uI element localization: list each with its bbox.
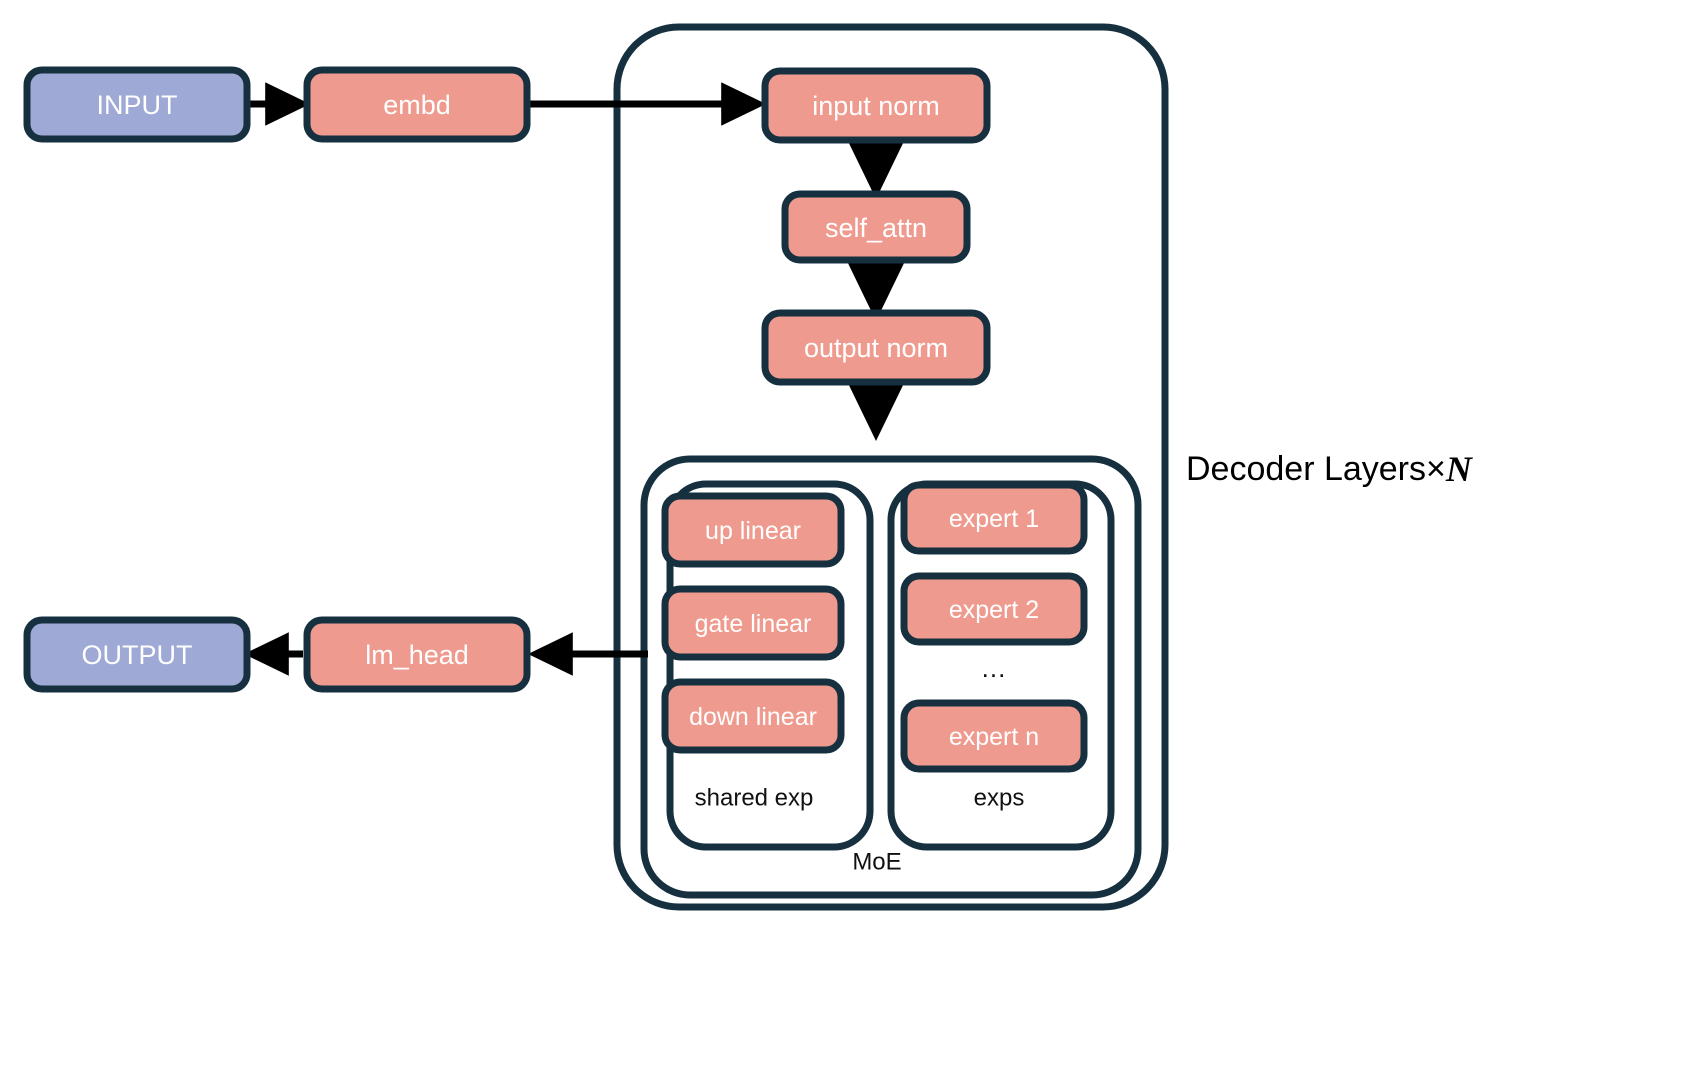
node-input-label: INPUT (97, 90, 178, 120)
node-output-norm-label: output norm (804, 333, 948, 363)
node-output-norm-box (761, 309, 991, 386)
node-down-linear-label: down linear (689, 703, 817, 731)
node-expert-1-box (900, 481, 1088, 555)
node-gate-linear-box (661, 585, 845, 661)
node-lm-head-box (303, 616, 531, 693)
node-embd-box (303, 66, 531, 143)
shared-expert-container (666, 480, 874, 851)
node-gate-linear-label: gate linear (695, 610, 812, 638)
moe-label: MoE (852, 849, 901, 876)
decoder-layers-container (613, 23, 1169, 911)
node-expert-n-label: expert n (949, 723, 1039, 751)
node-down-linear-box (661, 678, 845, 754)
decoder-layers-count: N (1445, 449, 1474, 489)
node-up-linear-label: up linear (705, 517, 801, 545)
node-expert-n-box (900, 699, 1088, 773)
moe-container (640, 455, 1142, 899)
decoder-layers-prefix: Decoder Layers× (1186, 450, 1446, 488)
decoder-layers-annotation: Decoder Layers×N (1186, 449, 1474, 489)
node-expert-2-box (900, 572, 1088, 646)
node-lm-head[interactable]: lm_head (303, 616, 531, 693)
node-self-attn-label: self_attn (825, 213, 927, 243)
node-output[interactable]: OUTPUT (23, 616, 251, 693)
node-expert-n[interactable]: expert n (900, 699, 1088, 773)
node-expert-2[interactable]: expert 2 (900, 572, 1088, 646)
node-gate-linear[interactable]: gate linear (661, 585, 845, 661)
node-down-linear[interactable]: down linear (661, 678, 845, 754)
node-input-norm-box (761, 67, 991, 144)
node-up-linear-box (661, 492, 845, 568)
node-self-attn[interactable]: self_attn (781, 190, 971, 264)
node-up-linear[interactable]: up linear (661, 492, 845, 568)
shared-exp-label: shared exp (695, 785, 814, 812)
experts-ellipsis: ... (982, 653, 1007, 683)
node-input[interactable]: INPUT (23, 66, 251, 143)
exps-label: exps (974, 785, 1025, 812)
node-output-norm[interactable]: output norm (761, 309, 991, 386)
node-output-label: OUTPUT (82, 640, 193, 670)
node-lm-head-label: lm_head (365, 640, 469, 670)
node-input-norm-label: input norm (812, 91, 940, 121)
node-input-norm[interactable]: input norm (761, 67, 991, 144)
node-expert-2-label: expert 2 (949, 596, 1039, 624)
node-input-box (23, 66, 251, 143)
node-output-box (23, 616, 251, 693)
node-embd-label: embd (383, 90, 451, 120)
node-expert-1-label: expert 1 (949, 505, 1039, 533)
node-embd[interactable]: embd (303, 66, 531, 143)
node-self-attn-box (781, 190, 971, 264)
node-expert-1[interactable]: expert 1 (900, 481, 1088, 555)
